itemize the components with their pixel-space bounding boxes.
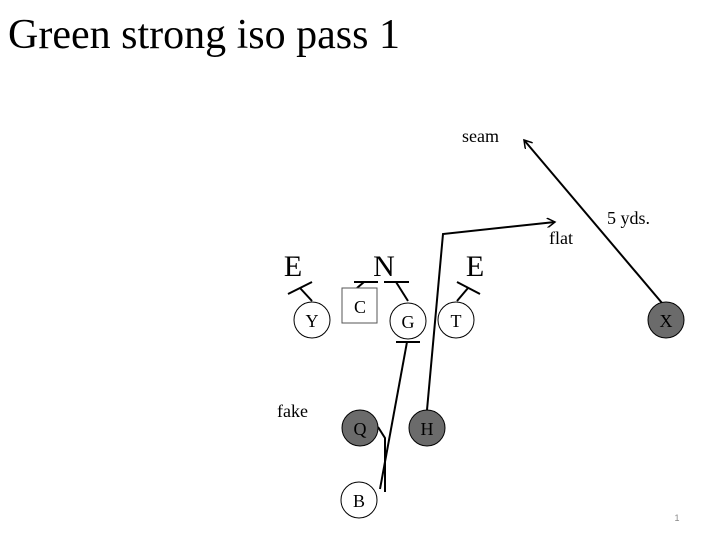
page-number: 1 xyxy=(674,513,679,523)
player-x: X xyxy=(647,301,685,339)
player-b: B xyxy=(340,481,378,519)
svg-text:X: X xyxy=(660,311,673,331)
svg-text:T: T xyxy=(451,311,462,331)
player-q: Q xyxy=(341,409,379,447)
block-g xyxy=(384,281,409,302)
block-c xyxy=(354,281,378,289)
player-c: C xyxy=(341,287,378,324)
block-t xyxy=(456,281,481,302)
svg-text:Y: Y xyxy=(306,311,319,331)
route-h-flat xyxy=(426,222,555,411)
player-y: Y xyxy=(293,301,331,339)
svg-text:B: B xyxy=(353,491,365,511)
svg-text:G: G xyxy=(402,312,415,332)
route-x-seam xyxy=(524,140,663,304)
slide-title: Green strong iso pass 1 xyxy=(8,12,400,58)
label-flat: flat xyxy=(549,228,573,248)
defender-right-end: E xyxy=(466,250,484,283)
svg-text:Q: Q xyxy=(354,419,367,439)
label-depth: 5 yds. xyxy=(607,208,650,228)
defender-left-end: E xyxy=(284,250,302,283)
svg-text:C: C xyxy=(354,297,366,317)
svg-text:H: H xyxy=(421,419,434,439)
player-h: H xyxy=(408,409,446,447)
player-g: G xyxy=(389,302,427,340)
label-fake: fake xyxy=(277,401,308,421)
label-seam: seam xyxy=(462,126,499,146)
route-q-fake xyxy=(377,426,386,492)
player-t: T xyxy=(437,301,475,339)
defender-nose: N xyxy=(373,250,395,283)
block-y xyxy=(287,281,313,302)
